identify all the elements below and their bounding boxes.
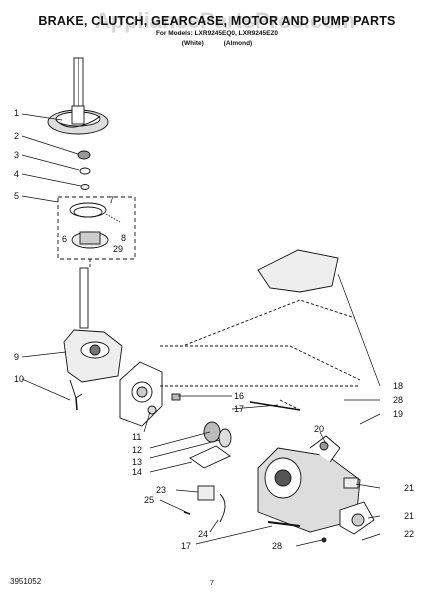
callout-10: 10: [14, 374, 25, 384]
diagram-title: BRAKE, CLUTCH, GEARCASE, MOTOR AND PUMP …: [38, 14, 396, 28]
callout-24: 24: [198, 529, 209, 539]
callout-9: 9: [14, 352, 20, 362]
callout-29: 29: [113, 244, 124, 254]
callout-3: 3: [14, 150, 20, 160]
callout-16: 16: [234, 391, 245, 401]
page-number: 7: [210, 580, 214, 587]
callout-6: 6: [62, 234, 68, 244]
colors-line: (White) (Almond): [181, 40, 253, 47]
callout-12: 12: [132, 445, 143, 455]
callout-13: 13: [132, 457, 143, 467]
callout-28-upper: 28: [393, 395, 404, 405]
models-line: For Models: LXR9245EQ0, LXR9245EZ0: [155, 30, 279, 37]
callout-22: 22: [404, 529, 415, 539]
watermark: AppliancePartsPros.com: [94, 8, 356, 33]
callout-19: 19: [393, 409, 404, 419]
callout-18: 18: [393, 381, 404, 391]
brake-assembly-shape: [47, 57, 109, 135]
callout-25: 25: [144, 495, 155, 505]
callout-5: 5: [14, 191, 20, 201]
gasket-plate-shape: [119, 361, 163, 427]
callout-2: 2: [14, 131, 20, 141]
leader-lines: [21, 113, 381, 547]
callout-1: 1: [14, 108, 20, 118]
document-number: 3951052: [10, 577, 42, 586]
callout-8: 8: [121, 233, 127, 243]
callout-23: 23: [156, 485, 167, 495]
clutch-assembly-box: [57, 196, 136, 260]
motor-shape: [257, 435, 375, 535]
callout-7: 7: [109, 195, 115, 205]
gearcase-shape: [63, 267, 123, 399]
callout-4: 4: [14, 169, 20, 179]
callout-14: 14: [132, 467, 143, 477]
washer-shape: [77, 150, 91, 160]
spring-shape: [79, 167, 91, 175]
pump-body-shape: [197, 485, 215, 501]
callout-21-upper: 21: [404, 483, 415, 493]
callout-11: 11: [132, 432, 142, 442]
callout-20: 20: [314, 424, 325, 434]
callout-28-lower: 28: [272, 541, 283, 551]
gasket-shape: [257, 249, 339, 293]
callout-21-lower: 21: [404, 511, 415, 521]
callout-17-upper: 17: [234, 404, 245, 414]
retainer-shape: [80, 184, 90, 190]
callout-17-lower: 17: [181, 541, 192, 551]
